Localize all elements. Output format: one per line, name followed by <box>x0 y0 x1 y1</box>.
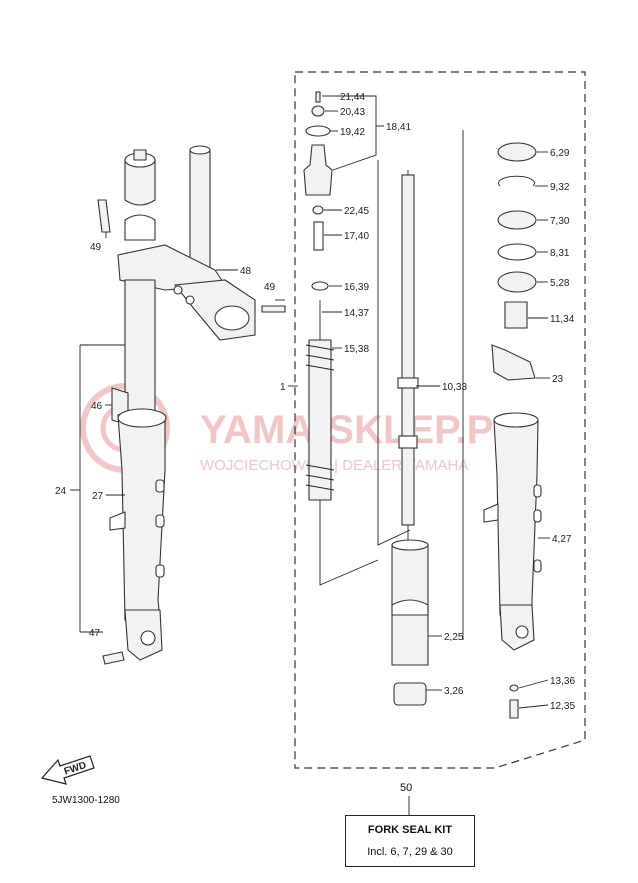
callout-10-33: 10,33 <box>442 382 467 393</box>
left-inner-tube <box>124 279 156 421</box>
middle-column-parts <box>303 91 429 706</box>
callout-14-37: 14,37 <box>344 308 369 319</box>
cap-bolt-18 <box>303 144 333 196</box>
callout-9-32: 9,32 <box>550 182 570 193</box>
callout-16-39: 16,39 <box>344 282 369 293</box>
steering-stem <box>189 149 211 276</box>
axle-bracket-4 <box>499 604 535 651</box>
clip-9 <box>498 175 535 187</box>
assembly-dashed-border <box>294 71 586 769</box>
washer-8 <box>497 243 537 261</box>
bracket-bolt-a <box>173 285 183 295</box>
callout-24: 24 <box>55 486 67 497</box>
callout-21-44: 21,44 <box>340 92 365 103</box>
callout-18-41: 18,41 <box>386 122 411 133</box>
callout-7-30: 7,30 <box>550 216 570 227</box>
callout-22-45: 22,45 <box>344 206 369 217</box>
callout-8-31: 8,31 <box>550 248 570 259</box>
callout-11-34: 11,34 <box>550 314 575 325</box>
o-ring-19 <box>305 125 331 137</box>
callout-3-26: 3,26 <box>444 686 464 697</box>
dust-seal-6 <box>497 142 537 162</box>
drain-bolt-47 <box>102 651 125 665</box>
left-tube-break <box>124 214 156 241</box>
cartridge-seal <box>398 435 418 449</box>
left-fork-assembly <box>97 145 286 665</box>
callout-labels: 21,44 20,43 19,42 18,41 22,45 17,40 16,3… <box>55 92 575 712</box>
kit-callout-number: 50 <box>400 782 413 794</box>
outer-tube-4 <box>493 419 539 616</box>
pinch-bolt-49b <box>261 305 286 313</box>
bushing-5 <box>497 271 537 293</box>
bolt-12 <box>509 699 519 719</box>
left-axle-hole <box>140 630 156 646</box>
spring-coils <box>305 344 335 491</box>
gasket-13 <box>509 684 519 692</box>
callout-15-38: 15,38 <box>344 344 369 355</box>
inner-tube-2-break <box>391 599 429 616</box>
axle-hole-4 <box>515 625 529 639</box>
left-cap-nub <box>133 149 147 161</box>
bushing-3 <box>393 682 427 706</box>
left-inner-tube-top <box>124 159 156 206</box>
cartridge-piston <box>397 377 419 389</box>
cap-nut-20 <box>311 105 325 117</box>
watermark-dealer: WOJCIECHOWICZ | DEALER YAMAHA <box>200 457 468 474</box>
outer-tube-4-top <box>493 412 539 428</box>
guard-23 <box>491 344 536 381</box>
callout-2-25: 2,25 <box>444 632 464 643</box>
callout-46: 46 <box>91 401 103 412</box>
clamp-tab-3 <box>155 564 165 578</box>
tab-4b <box>533 509 542 523</box>
bracket-bolt-b <box>185 295 195 305</box>
spring-15 <box>308 339 332 501</box>
fork-seal-kit-box: FORK SEAL KIT Incl. 6, 7, 29 & 30 <box>345 815 475 867</box>
callout-6-29: 6,29 <box>550 148 570 159</box>
callout-49-left: 49 <box>90 242 102 253</box>
clamp-tab-2 <box>155 514 165 528</box>
callout-12-35: 12,35 <box>550 701 575 712</box>
callout-47: 47 <box>89 628 101 639</box>
pinch-bolt-49a <box>97 199 111 233</box>
fwd-label: FWD <box>63 760 88 778</box>
callout-19-42: 19,42 <box>340 127 365 138</box>
callout-27: 27 <box>92 491 104 502</box>
watermark: YAMA-SKLEP.PL WOJCIECHOWICZ | DEALER YAM… <box>80 383 518 474</box>
cartridge-10 <box>401 174 415 526</box>
washer-16 <box>311 281 329 291</box>
spacer-17 <box>313 221 324 251</box>
oil-seal-7 <box>497 210 537 230</box>
right-column-parts <box>462 130 542 719</box>
tab-4c <box>533 559 542 573</box>
kit-title: FORK SEAL KIT <box>367 824 453 836</box>
callout-13-36: 13,36 <box>550 676 575 687</box>
tab-4a <box>533 484 542 498</box>
nut-22 <box>312 205 324 215</box>
spring-connector <box>319 559 379 586</box>
fwd-arrow-icon: FWD <box>40 755 95 785</box>
leader-lines <box>70 95 550 815</box>
callout-5-28: 5,28 <box>550 278 570 289</box>
callout-23: 23 <box>552 374 564 385</box>
brake-hose-clip <box>109 511 126 531</box>
callout-4-27: 4,27 <box>552 534 572 545</box>
bushing-11 <box>504 301 528 329</box>
steering-stem-top <box>189 145 211 155</box>
under-bracket-clamp <box>214 305 250 331</box>
callout-20-43: 20,43 <box>340 107 365 118</box>
outer-tube-seal-ring <box>117 408 167 428</box>
callout-17-40: 17,40 <box>344 231 369 242</box>
inner-tube-2-top <box>391 539 429 551</box>
clamp-tab-1 <box>155 479 165 493</box>
watermark-brand: YAMA-SKLEP.PL <box>200 408 518 452</box>
diagram-code: 5JW1300-1280 <box>52 795 120 806</box>
kit-includes: Incl. 6, 7, 29 & 30 <box>367 846 453 858</box>
hose-clip-4 <box>483 503 499 523</box>
cap-screw-21 <box>315 91 321 103</box>
cartridge-connector <box>377 160 411 546</box>
callout-1: 1 <box>280 382 286 393</box>
callout-49-right: 49 <box>264 282 276 293</box>
callout-48: 48 <box>240 266 252 277</box>
